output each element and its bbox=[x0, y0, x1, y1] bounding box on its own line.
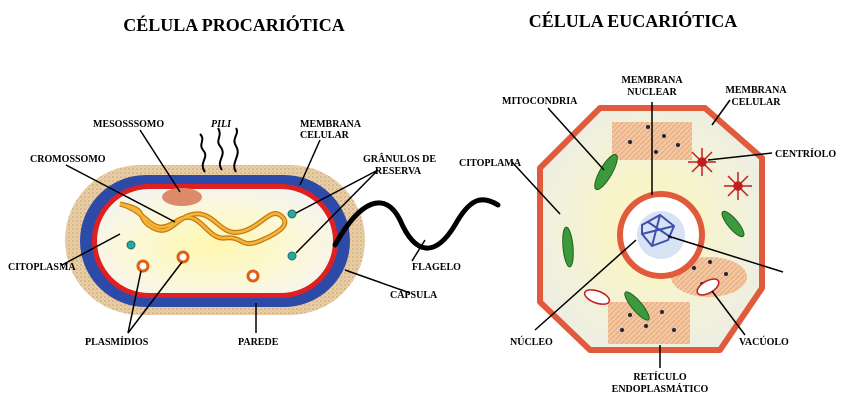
label-flagelo: FLAGELO bbox=[412, 262, 461, 273]
label-mesossomo: MESOSSSOMO bbox=[93, 119, 164, 130]
label-membrana-celular-2: CELULAR bbox=[300, 130, 350, 141]
label-reticulo-1: RETÍCULO bbox=[633, 371, 687, 383]
mesosome bbox=[162, 188, 202, 206]
label-membrana-celular-1: MEMBRANA bbox=[300, 119, 362, 130]
label-nucleo: NÚCLEO bbox=[510, 336, 553, 348]
label-pili: PILI bbox=[211, 119, 232, 130]
prokaryote-title: CÉLULA PROCARIÓTICA bbox=[123, 14, 345, 35]
label-centriolo: CENTRÍOLO bbox=[775, 148, 836, 160]
label-citoplama: CITOPLAMA bbox=[459, 158, 522, 169]
plasmid bbox=[178, 252, 188, 262]
pilus bbox=[218, 128, 223, 170]
label-membrana-nuclear-1: MEMBRANA bbox=[621, 75, 683, 86]
label-granulos-2: RESERVA bbox=[375, 166, 422, 177]
label-granulos-1: GRÂNULOS DE bbox=[363, 153, 436, 165]
label-parede: PAREDE bbox=[238, 337, 279, 348]
label-membrana-nuclear-2: NUCLEAR bbox=[627, 87, 677, 98]
eukaryote-title: CÉLULA EUCARIÓTICA bbox=[529, 10, 738, 31]
plasmid bbox=[248, 271, 258, 281]
endoplasmic-reticulum bbox=[608, 302, 690, 344]
centriole bbox=[688, 148, 716, 176]
plasmid bbox=[138, 261, 148, 271]
reserve-granule bbox=[288, 210, 296, 218]
label-membrana-celular-eu-1: MEMBRANA bbox=[725, 85, 787, 96]
label-citoplasma: CITOPLASMA bbox=[8, 262, 76, 273]
label-membrana-celular-eu-2: CELULAR bbox=[732, 97, 782, 108]
label-capsula: CÁPSULA bbox=[390, 289, 438, 301]
label-mitocondria: MITOCONDRIA bbox=[502, 96, 578, 107]
nucleolus bbox=[637, 211, 685, 259]
label-reticulo-2: ENDOPLASMÁTICO bbox=[612, 383, 709, 395]
label-vacuolo: VACÚOLO bbox=[739, 336, 789, 348]
reserve-granule bbox=[288, 252, 296, 260]
reserve-granule bbox=[127, 241, 135, 249]
centriole bbox=[724, 172, 752, 200]
label-cromossomo: CROMOSSOMO bbox=[30, 154, 106, 165]
label-plasmidios: PLASMÍDIOS bbox=[85, 336, 149, 348]
